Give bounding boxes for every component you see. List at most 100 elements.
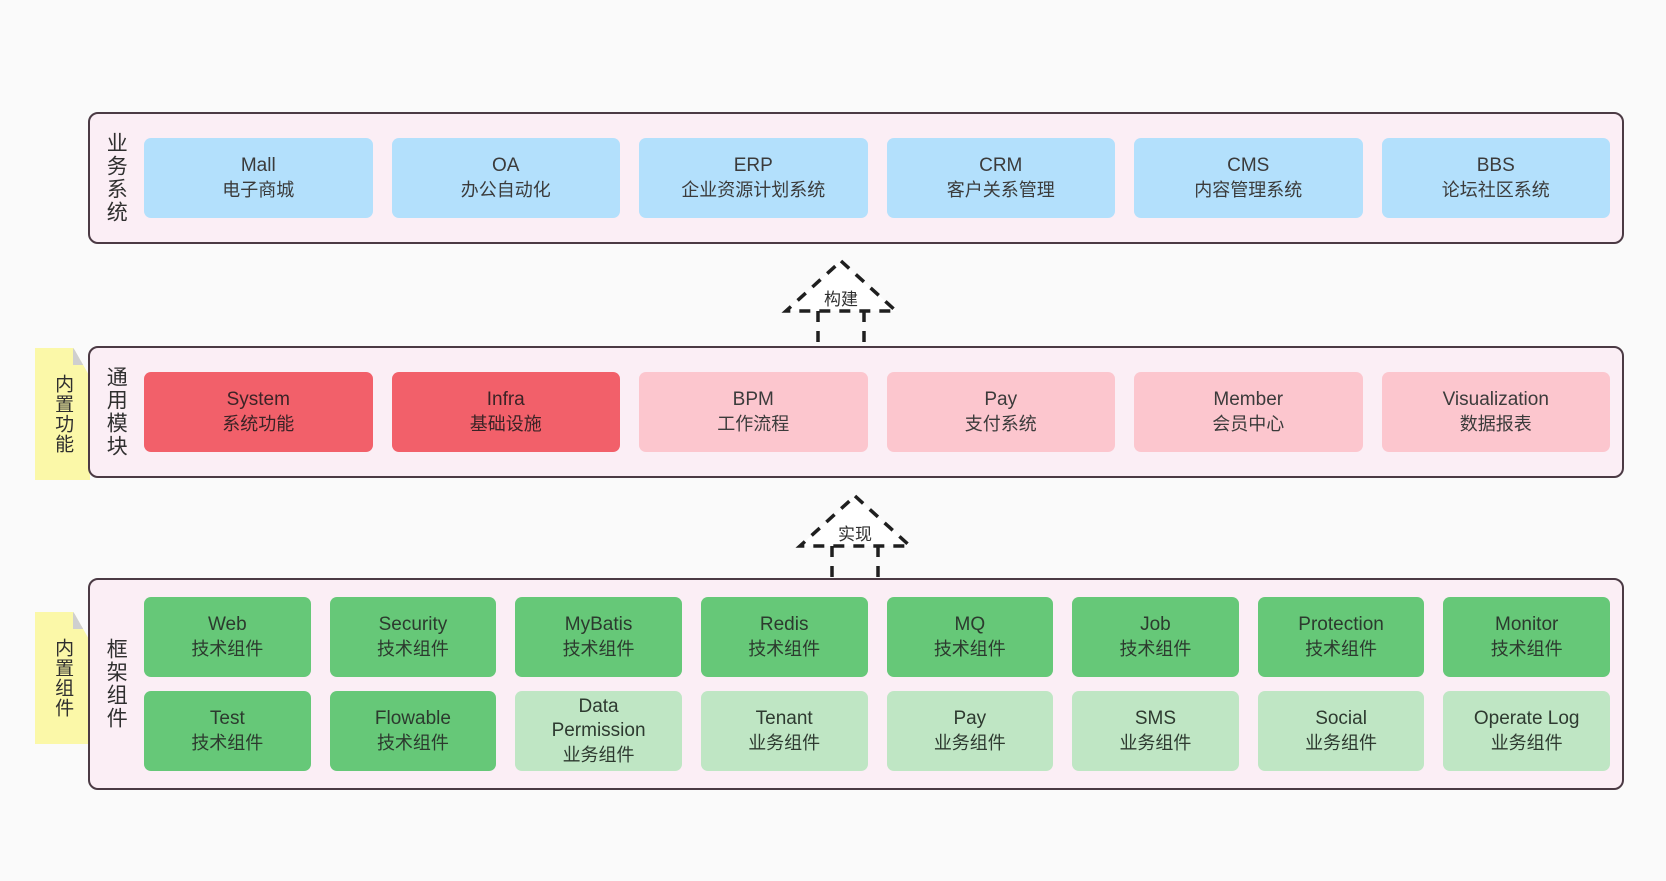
card-title: Mall	[240, 155, 276, 177]
layer-business-system: 业务系统 Mall 电子商城 OA 办公自动化 ERP 企业资源计划系统 CRM…	[88, 112, 1624, 244]
layer-title-framework-component: 框架组件	[104, 638, 128, 730]
layer-title-business-system: 业务系统	[104, 132, 128, 224]
card-bbs[interactable]: BBS 论坛社区系统	[1381, 138, 1610, 218]
card-cms[interactable]: CMS 内容管理系统	[1134, 138, 1363, 218]
connector-build-shape	[781, 258, 901, 347]
card-subtitle: 会员中心	[1212, 413, 1285, 434]
card-title: SMS	[1134, 708, 1177, 730]
card-mall[interactable]: Mall 电子商城	[144, 138, 373, 218]
card-subtitle: 业务组件	[933, 732, 1006, 753]
card-title: BPM	[732, 389, 774, 411]
card-tenant[interactable]: Tenant 业务组件	[700, 691, 868, 771]
card-title: Infra	[486, 389, 525, 411]
card-subtitle: 技术组件	[376, 732, 449, 753]
card-subtitle: 内容管理系统	[1194, 179, 1303, 200]
card-title: Flowable	[374, 708, 451, 730]
card-subtitle: 工作流程	[717, 413, 790, 434]
card-title: Test	[209, 708, 245, 730]
card-operate-log[interactable]: Operate Log 业务组件	[1443, 691, 1610, 771]
card-title: Member	[1213, 389, 1284, 411]
card-subtitle: 技术组件	[1305, 638, 1378, 659]
card-mybatis[interactable]: MyBatis 技术组件	[515, 597, 682, 677]
card-row: System 系统功能 Infra 基础设施 BPM 工作流程 Pay 支付系统…	[144, 372, 1610, 452]
card-title: CRM	[979, 155, 1023, 177]
sticky-note-builtin-feature: 内置功能	[35, 348, 90, 480]
layer-body-framework-component: Web 技术组件 Security 技术组件 MyBatis 技术组件 Redi…	[132, 588, 1610, 780]
card-subtitle: 技术组件	[1490, 638, 1563, 659]
card-title: MQ	[954, 614, 986, 636]
card-title: Job	[1140, 614, 1171, 636]
card-subtitle: 业务组件	[1119, 732, 1192, 753]
card-social[interactable]: Social 业务组件	[1257, 691, 1425, 771]
card-system[interactable]: System 系统功能	[144, 372, 373, 452]
card-subtitle: 论坛社区系统	[1441, 179, 1550, 200]
card-subtitle: 技术组件	[748, 638, 821, 659]
card-subtitle: 系统功能	[222, 413, 295, 434]
card-title: CMS	[1227, 155, 1270, 177]
card-title: System	[226, 389, 290, 411]
card-title: Security	[378, 614, 448, 636]
card-protection[interactable]: Protection 技术组件	[1257, 597, 1425, 677]
card-monitor[interactable]: Monitor 技术组件	[1443, 597, 1610, 677]
card-crm[interactable]: CRM 客户关系管理	[886, 138, 1115, 218]
card-title: Pay	[984, 389, 1018, 411]
card-job[interactable]: Job 技术组件	[1072, 597, 1239, 677]
card-subtitle: 技术组件	[191, 638, 264, 659]
card-visualization[interactable]: Visualization 数据报表	[1381, 372, 1610, 452]
connector-implement-label: 实现	[838, 525, 872, 544]
card-subtitle: 基础设施	[469, 413, 542, 434]
connector-build-label: 构建	[824, 290, 858, 309]
card-title: Data Permission	[551, 696, 646, 742]
card-title: Operate Log	[1473, 708, 1580, 730]
card-title: BBS	[1476, 155, 1515, 177]
card-subtitle: 技术组件	[562, 638, 635, 659]
card-title: Redis	[759, 614, 809, 636]
layer-common-module: 通用模块 System 系统功能 Infra 基础设施 BPM 工作流程 Pay…	[88, 346, 1624, 478]
card-web[interactable]: Web 技术组件	[144, 597, 311, 677]
card-title: Pay	[953, 708, 987, 730]
card-subtitle: 技术组件	[1119, 638, 1192, 659]
card-title: ERP	[733, 155, 773, 177]
layer-body-common-module: System 系统功能 Infra 基础设施 BPM 工作流程 Pay 支付系统…	[132, 356, 1610, 468]
card-subtitle: 业务组件	[562, 744, 635, 765]
card-data-permission[interactable]: Data Permission 业务组件	[515, 691, 682, 771]
card-sms[interactable]: SMS 业务组件	[1072, 691, 1239, 771]
card-security[interactable]: Security 技术组件	[329, 597, 497, 677]
card-row: Mall 电子商城 OA 办公自动化 ERP 企业资源计划系统 CRM 客户关系…	[144, 138, 1610, 218]
card-subtitle: 企业资源计划系统	[681, 179, 826, 200]
card-subtitle: 数据报表	[1459, 413, 1532, 434]
connector-implement: 实现	[770, 490, 940, 582]
card-test[interactable]: Test 技术组件	[144, 691, 311, 771]
card-subtitle: 业务组件	[748, 732, 821, 753]
card-erp[interactable]: ERP 企业资源计划系统	[639, 138, 868, 218]
card-member[interactable]: Member 会员中心	[1134, 372, 1363, 452]
card-flowable[interactable]: Flowable 技术组件	[329, 691, 497, 771]
card-oa[interactable]: OA 办公自动化	[391, 138, 620, 218]
sticky-note-label: 内置组件	[52, 638, 74, 718]
card-title: Protection	[1298, 614, 1384, 636]
card-subtitle: 技术组件	[933, 638, 1006, 659]
card-pay[interactable]: Pay 支付系统	[886, 372, 1115, 452]
card-subtitle: 业务组件	[1305, 732, 1378, 753]
connector-build: 构建	[756, 255, 926, 347]
card-title: OA	[492, 155, 520, 177]
card-subtitle: 电子商城	[222, 179, 295, 200]
card-row: Web 技术组件 Security 技术组件 MyBatis 技术组件 Redi…	[144, 597, 1610, 677]
card-subtitle: 支付系统	[964, 413, 1037, 434]
card-title: Monitor	[1495, 614, 1559, 636]
card-subtitle: 办公自动化	[460, 179, 551, 200]
connector-implement-shape	[795, 493, 915, 582]
card-mq[interactable]: MQ 技术组件	[886, 597, 1054, 677]
layer-framework-component: 框架组件 Web 技术组件 Security 技术组件 MyBatis 技术组件…	[88, 578, 1624, 790]
card-title: Web	[207, 614, 247, 636]
card-title: Social	[1315, 708, 1367, 730]
sticky-note-builtin-component: 内置组件	[35, 612, 90, 744]
card-infra[interactable]: Infra 基础设施	[391, 372, 620, 452]
card-title: MyBatis	[564, 614, 633, 636]
layer-title-common-module: 通用模块	[104, 366, 128, 458]
card-subtitle: 业务组件	[1490, 732, 1563, 753]
card-bpm[interactable]: BPM 工作流程	[639, 372, 868, 452]
card-title: Tenant	[755, 708, 813, 730]
card-pay-component[interactable]: Pay 业务组件	[886, 691, 1054, 771]
card-redis[interactable]: Redis 技术组件	[700, 597, 868, 677]
